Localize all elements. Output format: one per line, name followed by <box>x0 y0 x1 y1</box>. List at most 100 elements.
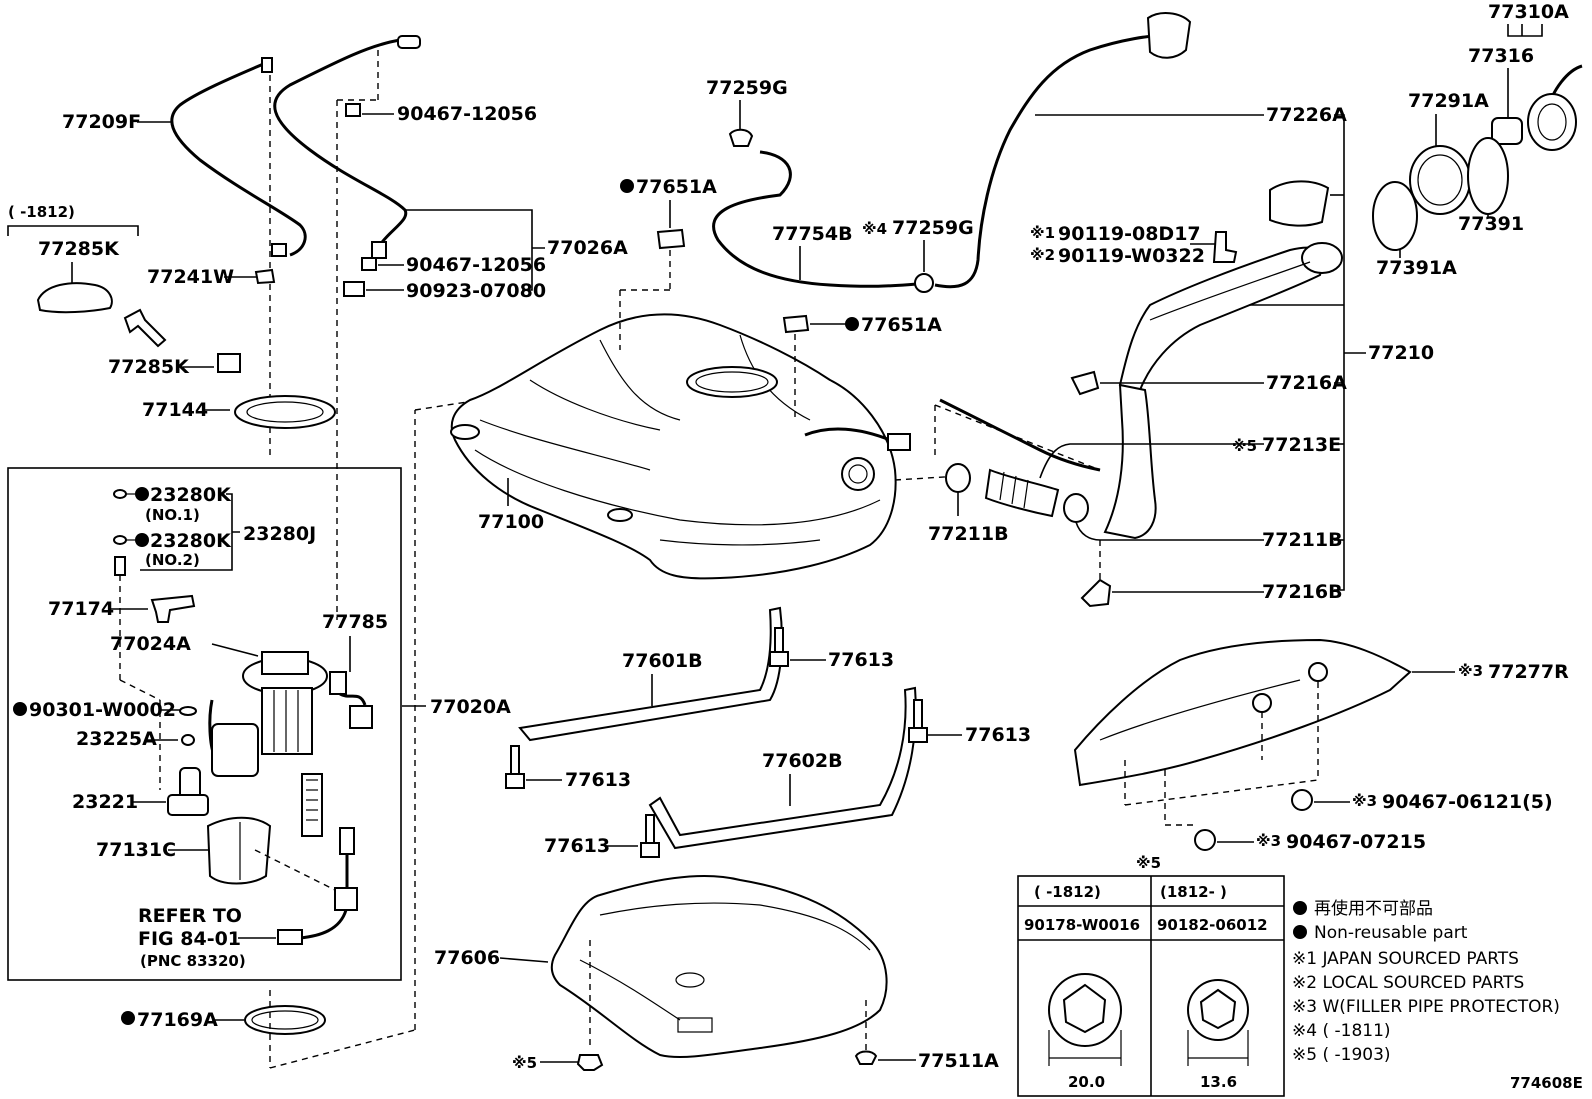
part-77285K <box>217 353 241 373</box>
label-note4-mark: ※4 <box>862 220 887 238</box>
label-90467-12056-b: 90467-12056 <box>406 254 546 276</box>
protector-filler <box>1269 180 1330 227</box>
inlet-77291A <box>1409 145 1471 215</box>
table-col1-range: ( -1812) <box>1034 883 1101 901</box>
label-77020A: 77020A <box>430 696 511 718</box>
pad-77651A-a <box>656 228 686 250</box>
pump-body <box>261 687 313 755</box>
connector-77785 <box>349 705 373 729</box>
legend-note5: ※5 ( -1903) <box>1292 1045 1391 1065</box>
gauge-strip <box>301 773 323 837</box>
label-77602B: 77602B <box>762 750 843 772</box>
clip-77241W <box>254 268 276 285</box>
strap-77602B <box>648 686 917 850</box>
clip-90923-07080 <box>343 281 365 297</box>
label-77785: 77785 <box>322 611 388 633</box>
label-77391: 77391 <box>1458 213 1524 235</box>
label-77213E: 77213E <box>1262 434 1341 456</box>
bracket-77174 <box>150 594 196 623</box>
table-col2-range: (1812- ) <box>1160 883 1227 901</box>
label-23280K-1: 23280K <box>150 484 232 506</box>
label-77216A: 77216A <box>1266 372 1347 394</box>
legend-note1: ※1 JAPAN SOURCED PARTS <box>1292 949 1519 969</box>
strap-77601B <box>518 606 783 742</box>
nut-reference-table: ※5 ( -1812) (1812- ) 90178-W0016 90182-0… <box>1017 854 1285 1097</box>
non-reusable-dot <box>135 533 149 547</box>
bolt-90119 <box>1212 231 1238 263</box>
non-reusable-dot <box>121 1011 135 1025</box>
label-77024A: 77024A <box>110 633 191 655</box>
clip-90467-12056 <box>345 103 361 117</box>
legend-note2: ※2 LOCAL SOURCED PARTS <box>1292 973 1524 993</box>
gasket-77169A <box>244 1005 326 1035</box>
clamp-77216B <box>1080 578 1112 608</box>
sender-arm <box>339 827 355 855</box>
fuel-cap-77310A <box>1527 93 1577 151</box>
label-77601B: 77601B <box>622 650 703 672</box>
label-note5-mark-a: ※5 <box>512 1054 537 1072</box>
valve <box>114 556 126 576</box>
label-90467-06121: 90467-06121(5) <box>1382 791 1553 813</box>
ring-23225A <box>181 734 195 746</box>
gasket-77391A <box>1372 181 1418 251</box>
label-90119-W0322: 90119-W0322 <box>1058 245 1205 267</box>
clip-90467-12056-b <box>361 257 377 271</box>
clamp-77211B-b <box>1063 493 1089 523</box>
label-90467-12056: 90467-12056 <box>397 103 537 125</box>
ring-77144 <box>234 395 336 429</box>
label-refer-to: REFER TO <box>138 905 242 927</box>
cover-77285K <box>36 282 113 314</box>
label-note2-mark: ※2 <box>1030 246 1055 264</box>
label-90301-W0002: 90301-W0002 <box>29 699 176 721</box>
legend-note3: ※3 W(FILLER PIPE PROTECTOR) <box>1292 997 1560 1017</box>
table-col1-dim: 20.0 <box>1068 1073 1105 1091</box>
clip-90467-06121 <box>1291 789 1313 811</box>
clamp-77216A <box>1070 370 1100 396</box>
non-reusable-dot <box>845 317 859 331</box>
oring-90301 <box>179 706 197 716</box>
nut-90178 <box>576 1054 604 1071</box>
table-col2-part: 90182-06012 <box>1157 916 1268 934</box>
label-77210: 77210 <box>1368 342 1434 364</box>
label-77285K-b: 77285K <box>108 356 190 378</box>
label-77316: 77316 <box>1468 45 1534 67</box>
non-reusable-dot <box>13 702 27 716</box>
label-90119-08D17: 90119-08D17 <box>1058 223 1201 245</box>
tube-end-77226A <box>1146 12 1192 59</box>
label-77613-d: 77613 <box>544 835 610 857</box>
label-1812-range: ( -1812) <box>8 203 75 221</box>
label-77241W: 77241W <box>147 266 234 288</box>
label-fig-84-01: FIG 84-01 <box>138 928 241 950</box>
label-77100: 77100 <box>478 511 544 533</box>
label-note3-mark-c: ※3 <box>1256 832 1281 850</box>
table-col1-part: 90178-W0016 <box>1024 916 1140 934</box>
label-77131C: 77131C <box>96 839 176 861</box>
label-note1-mark: ※1 <box>1030 224 1055 242</box>
label-77277R: 77277R <box>1488 661 1569 683</box>
legend-en: Non-reusable part <box>1314 923 1468 943</box>
label-77144: 77144 <box>142 399 208 421</box>
bolt-77613 <box>774 627 784 653</box>
label-23225A: 23225A <box>76 728 157 750</box>
hose-77213E <box>984 468 1060 518</box>
label-77651A-a: 77651A <box>636 176 717 198</box>
label-23221: 23221 <box>72 791 138 813</box>
protector-77606 <box>550 875 888 1059</box>
gasket-77391 <box>1467 137 1509 215</box>
vapor-tube-77209F <box>170 57 307 257</box>
vapor-tube-77026A <box>273 35 421 259</box>
label-77169A: 77169A <box>137 1009 218 1031</box>
label-90467-07215: 90467-07215 <box>1286 831 1426 853</box>
nut-icon-90178 <box>1062 983 1107 1034</box>
pump-filter <box>211 723 259 777</box>
label-note3-mark-a: ※3 <box>1458 662 1483 680</box>
non-reusable-dot <box>135 487 149 501</box>
label-77391A: 77391A <box>1376 257 1457 279</box>
arrow-icon <box>123 308 167 348</box>
label-77613-b: 77613 <box>565 769 631 791</box>
label-77174: 77174 <box>48 598 114 620</box>
label-77209F: 77209F <box>62 111 141 133</box>
clip-90467-07215 <box>1194 829 1216 851</box>
label-pnc-83320: (PNC 83320) <box>140 952 246 970</box>
label-note5-mark-b: ※5 <box>1232 437 1257 455</box>
